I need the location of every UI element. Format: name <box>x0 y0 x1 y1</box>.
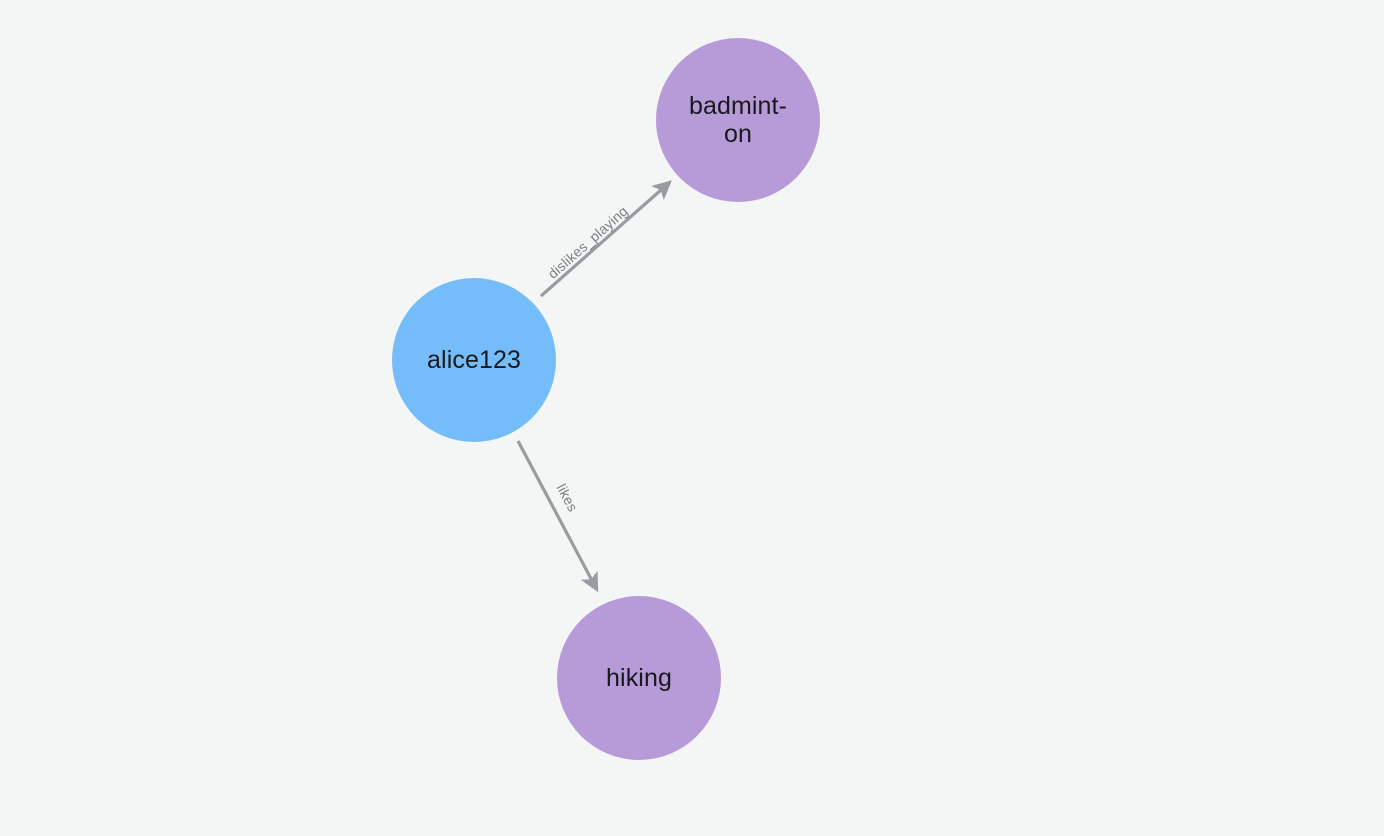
edge-line <box>516 440 599 593</box>
graph-node-hiking[interactable]: hiking <box>557 596 721 760</box>
edge-alice-badminton[interactable]: dislikes_playing <box>539 180 672 298</box>
graph-node-badminton[interactable]: badmint- on <box>656 38 820 202</box>
node-label-alice123: alice123 <box>427 346 521 374</box>
edge-label-dislikes-playing: dislikes_playing <box>544 203 630 282</box>
edge-label-likes: likes <box>554 481 582 514</box>
node-label-badminton: badmint- on <box>688 92 788 148</box>
graph-node-alice123[interactable]: alice123 <box>392 278 556 442</box>
node-label-hiking: hiking <box>606 664 672 692</box>
edge-alice-hiking[interactable]: likes <box>516 440 599 593</box>
edge-line <box>539 180 672 298</box>
